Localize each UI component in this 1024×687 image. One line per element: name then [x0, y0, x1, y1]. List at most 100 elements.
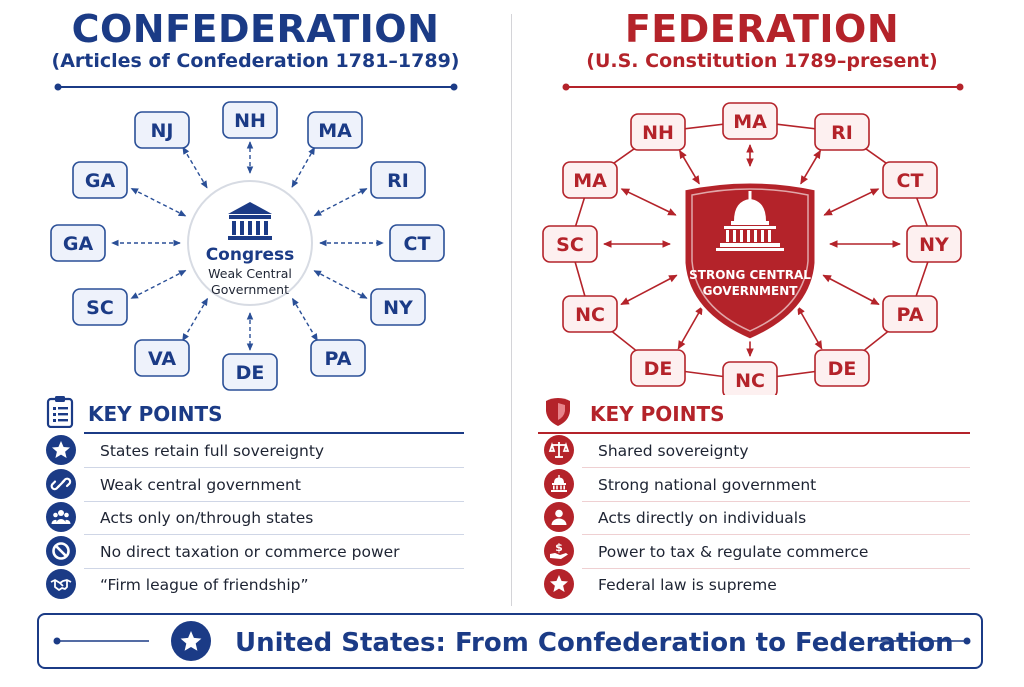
federation-state-label: NC — [575, 304, 605, 326]
confederation-state-box: CT — [389, 224, 445, 262]
confederation-subtitle: (Articles of Confederation 1781–1789) — [51, 50, 460, 72]
banner-title: United States: From Confederation to Fed… — [235, 628, 954, 658]
confederation-link — [291, 297, 318, 342]
federation-link — [677, 305, 704, 350]
confederation-state-label: NJ — [151, 120, 174, 142]
people-group-icon — [46, 502, 76, 532]
strong-government-line1: STRONG CENTRAL — [689, 268, 811, 282]
confederation-link — [182, 297, 209, 342]
key-point-text: Shared sovereignty — [598, 442, 749, 460]
confederation-state-box: NY — [370, 288, 426, 326]
key-point-text: Acts directly on individuals — [598, 509, 807, 527]
confederation-link — [130, 269, 187, 299]
confederation-state-label: SC — [86, 297, 114, 319]
congress-label: Congress — [206, 245, 295, 265]
federation-subtitle: (U.S. Constitution 1789–present) — [586, 50, 938, 72]
person-icon — [544, 502, 574, 532]
confederation-state-label: VA — [148, 348, 176, 370]
confederation-state-box: PA — [310, 339, 366, 377]
confederation-title: CONFEDERATION — [71, 7, 440, 51]
key-point-row: “Firm league of friendship” — [40, 568, 465, 601]
clipboard-icon — [46, 396, 74, 428]
federation-link — [823, 188, 880, 216]
federation-state-label: SC — [556, 234, 584, 256]
federation-link — [800, 149, 822, 185]
federation-link — [620, 274, 678, 306]
bottom-banner: United States: From Confederation to Fed… — [37, 613, 983, 669]
confederation-state-box: MA — [307, 111, 363, 149]
confederation-state-box: GA — [72, 161, 128, 199]
federation-state-box: PA — [882, 295, 938, 333]
star-icon — [544, 569, 574, 599]
federation-state-label: NC — [735, 370, 765, 392]
confederation-key-points-title: KEY POINTS — [88, 402, 223, 426]
handshake-icon — [46, 569, 76, 599]
key-point-row: Acts directly on individuals — [538, 501, 970, 535]
capitol-columns-icon — [228, 202, 272, 240]
confederation-state-label: NH — [234, 110, 266, 132]
prohibited-icon — [46, 535, 76, 566]
federation-state-box: MA — [562, 161, 618, 199]
key-point-row: Strong national government — [538, 468, 970, 502]
key-point-text: Acts only on/through states — [100, 509, 314, 527]
federation-state-box: DE — [814, 349, 870, 387]
federation-state-box: NC — [722, 361, 778, 395]
congress-desc-line2: Government — [211, 282, 289, 297]
confederation-link — [313, 187, 368, 217]
key-point-row: Weak central government — [40, 468, 465, 502]
confederation-key-points: KEY POINTS States retain full sovereignt… — [40, 396, 465, 606]
key-point-text: Federal law is supreme — [598, 576, 777, 594]
federation-link — [822, 274, 880, 306]
key-point-text: Strong national government — [598, 475, 817, 494]
banner-star-icon — [171, 621, 211, 661]
federation-title: FEDERATION — [624, 7, 900, 51]
federation-key-points-title: KEY POINTS — [590, 402, 725, 426]
key-point-divider — [84, 534, 464, 535]
confederation-state-label: DE — [236, 362, 265, 384]
confederation-state-label: PA — [325, 348, 352, 370]
federation-state-box: NY — [906, 225, 962, 263]
confederation-state-box: DE — [222, 353, 278, 391]
confederation-state-label: RI — [387, 170, 409, 192]
confederation-state-label: NY — [383, 297, 413, 319]
key-point-divider — [84, 567, 464, 569]
key-point-divider — [582, 500, 970, 502]
congress-desc-line1: Weak Central — [208, 266, 292, 281]
key-point-text: States retain full sovereignty — [100, 442, 325, 460]
key-point-text: No direct taxation or commerce power — [100, 542, 400, 561]
federation-state-box: MA — [722, 102, 778, 140]
key-point-divider — [84, 500, 464, 502]
key-point-divider — [582, 567, 970, 569]
federation-state-label: DE — [828, 358, 857, 380]
federation-state-label: MA — [733, 111, 767, 133]
confederation-state-box: RI — [370, 161, 426, 199]
confederation-title-rule — [54, 83, 458, 91]
key-point-divider — [582, 467, 970, 468]
confederation-link — [182, 146, 208, 189]
capitol-dome-shield-icon — [716, 191, 784, 251]
federation-diagram: STRONG CENTRAL GOVERNMENT MA RI CT NY PA DE NC… — [542, 102, 962, 395]
money-hand-icon: $ — [544, 535, 574, 566]
shield-icon — [546, 398, 570, 426]
confederation-state-box: NJ — [134, 111, 190, 149]
key-point-row: $Power to tax & regulate commerce — [538, 535, 970, 569]
confederation-state-box: GA — [50, 224, 106, 262]
federation-state-label: NH — [642, 122, 674, 144]
confederation-link — [130, 187, 187, 217]
strong-government-line2: GOVERNMENT — [703, 284, 799, 298]
star-icon — [46, 435, 76, 465]
confederation-state-box: VA — [134, 339, 190, 377]
confederation-state-label: CT — [404, 233, 431, 255]
federation-state-label: PA — [897, 304, 924, 326]
federation-state-label: RI — [831, 122, 853, 144]
federation-state-label: CT — [897, 170, 924, 192]
center-divider — [511, 14, 512, 606]
key-point-divider — [582, 534, 970, 535]
federation-state-box: RI — [814, 113, 870, 151]
confederation-state-label: GA — [85, 170, 116, 192]
key-point-row: States retain full sovereignty — [40, 434, 465, 468]
federation-link — [796, 305, 823, 350]
svg-text:$: $ — [555, 541, 563, 554]
federation-link — [678, 149, 700, 185]
congress-center: Congress Weak Central Government — [187, 180, 313, 306]
